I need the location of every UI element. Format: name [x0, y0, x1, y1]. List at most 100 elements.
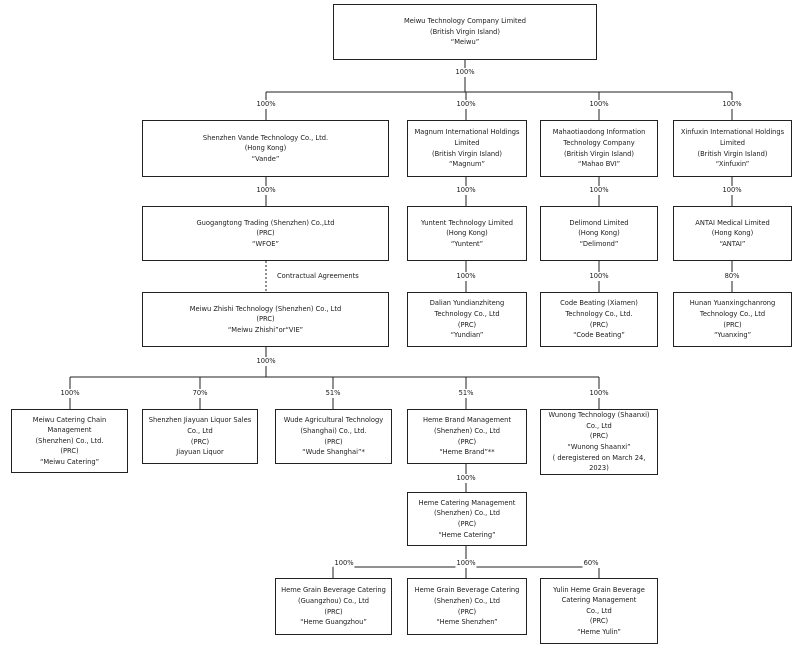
pct-antai-yuanxing: 80%: [723, 272, 741, 281]
entity-text-line: Limited: [454, 138, 480, 147]
entity-wfoe: Guogangtong Trading (Shenzhen) Co.,Ltd (P…: [142, 206, 389, 261]
entity-text-line: “Wunong Shaanxi”: [567, 443, 631, 451]
pct-vie-subs: 100%: [255, 357, 277, 366]
entity-text-line: (British Virgin Island): [563, 149, 635, 158]
entity-text-line: (PRC): [457, 607, 477, 616]
entity-text-line: (PRC): [256, 229, 275, 238]
entity-delimond: Delimond Limited(Hong Kong)“Delimond”: [540, 206, 658, 261]
entity-text-line: (PRC): [60, 447, 79, 456]
entity-text-line: (British Virgin Island): [429, 27, 501, 36]
entity-text-line: “Delimond”: [579, 239, 619, 248]
entity-text-line: Yuntent Technology Limited: [420, 218, 514, 227]
entity-heme-guangzhou: Heme Grain Beverage Catering(Guangzhou) …: [275, 578, 392, 635]
entity-text-line: “Heme Yulin”: [577, 627, 621, 636]
entity-wunong: Wunong Technology (Shaanxi)Co., Ltd(PRC)…: [540, 409, 658, 475]
entity-text-line: Shenzhen Jiayuan Liquor Sales: [148, 416, 252, 425]
entity-text-line: (Shenzhen) Co., Ltd: [434, 509, 500, 518]
entity-text-line: Co., Ltd: [586, 421, 612, 430]
entity-wude: Wude Agricultural Technology(Shanghai) C…: [275, 409, 392, 464]
entity-text-line: “Heme Brand”**: [439, 448, 495, 457]
entity-text-line: “Heme Guangzhou”: [300, 618, 367, 627]
entity-text-line: (PRC): [589, 320, 609, 329]
entity-yuntent: Yuntent Technology Limited(Hong Kong)“Yu…: [407, 206, 527, 261]
entity-text-line: (PRC): [457, 437, 477, 446]
entity-text-line: (PRC): [589, 617, 609, 626]
entity-text-line: Code Beating (Xiamen): [560, 299, 638, 308]
pct-xinfuxin-antai: 100%: [721, 186, 743, 195]
entity-text-line: (PRC): [457, 320, 477, 329]
entity-text-line: (Shanghai) Co., Ltd.: [300, 426, 367, 435]
pct-magnum-yuntent: 100%: [455, 186, 477, 195]
entity-text-line: (Hong Kong): [244, 144, 287, 153]
entity-text-line: Technology Company: [563, 138, 635, 147]
entity-text-line: (Hong Kong): [446, 229, 488, 238]
entity-text-line: “Code Beating”: [573, 331, 625, 340]
pct-vie-wude: 51%: [324, 389, 342, 398]
entity-text-line: ( deregistered on March 24,: [552, 453, 646, 462]
entity-text-line: Meiwu Zhishi Technology (Shenzhen) Co., …: [189, 304, 342, 313]
entity-text-line: (PRC): [324, 437, 343, 446]
entity-heme-shenzhen: Heme Grain Beverage Catering(Shenzhen) C…: [407, 578, 527, 635]
entity-text-line: Catering Management: [561, 596, 637, 605]
entity-text-line: Xinfuxin International Holdings: [680, 128, 785, 137]
entity-text-line: (Shenzhen) Co., Ltd.: [35, 436, 104, 445]
entity-text-line: (Hong Kong): [711, 229, 754, 238]
entity-text-line: (Guangzhou) Co., Ltd: [297, 596, 370, 605]
entity-text-line: Meiwu Catering Chain: [32, 415, 107, 424]
pct-vie-catering: 100%: [59, 389, 81, 398]
entity-text-line: “Heme Shenzhen”: [436, 618, 498, 627]
entity-text-line: Technology Co., Ltd.: [565, 309, 633, 318]
entity-text-line: Shenzhen Vande Technology Co., Ltd.: [202, 133, 329, 142]
entity-codebeating: Code Beating (Xiamen)Technology Co., Ltd…: [540, 292, 658, 347]
entity-text-line: Technology Co., Ltd: [434, 309, 500, 318]
entity-text-line: Co., Ltd: [586, 606, 612, 615]
pct-meiwu-subs: 100%: [454, 68, 476, 77]
entity-meiwu: Meiwu Technology Company Limited(British…: [333, 4, 597, 60]
pct-hemecatering-shenzhen: 100%: [455, 559, 477, 568]
entity-text-line: “Meiwu Zhishi”or“VIE”: [227, 325, 304, 334]
pct-hemebrand-hemecatering: 100%: [455, 474, 477, 483]
entity-text-line: Jiayuan Liquor: [176, 448, 224, 457]
entity-text-line: “Meiwu”: [450, 38, 480, 47]
entity-text-line: “Yundian”: [450, 331, 484, 340]
pct-vie-wunong: 100%: [588, 389, 610, 398]
entity-text-line: “Wude Shanghai”*: [302, 448, 365, 457]
pct-hemecatering-guangzhou: 100%: [333, 559, 355, 568]
entity-text-line: Yulin Heme Grain Beverage: [553, 585, 645, 594]
entity-antai: ANTAI Medical Limited (Hong Kong)“ANTAI”: [673, 206, 792, 261]
entity-text-line: “Yuanxing”: [713, 331, 752, 340]
entity-text-line: 2023): [589, 464, 609, 473]
entity-text-line: “Mahao BVI”: [577, 160, 621, 169]
pct-vie-jiayuan: 70%: [191, 389, 209, 398]
entity-text-line: Co., Ltd: [187, 426, 213, 435]
contractual-agreements-label: Contractual Agreements: [276, 272, 360, 281]
entity-text-line: (PRC): [457, 520, 477, 528]
pct-meiwu-vande: 100%: [255, 100, 277, 109]
entity-text-line: Magnum International Holdings: [414, 128, 520, 137]
entity-text-line: (PRC): [190, 437, 210, 446]
entity-text-line: “ANTAI”: [719, 239, 746, 248]
entity-text-line: Heme Grain Beverage Catering: [281, 586, 386, 595]
pct-meiwu-xinfuxin: 100%: [721, 100, 743, 109]
entity-text-line: Meiwu Technology Company Limited: [403, 17, 527, 26]
entity-text-line: Limited: [720, 138, 745, 147]
entity-text-line: Hunan Yuanxingchanrong: [689, 299, 776, 308]
entity-text-line: Guogangtong Trading (Shenzhen) Co.,Ltd: [196, 218, 335, 227]
entity-text-line: (Shenzhen) Co., Ltd: [434, 596, 500, 605]
entity-text-line: Heme Grain Beverage Catering: [414, 586, 520, 595]
pct-hemecatering-yulin: 60%: [582, 559, 600, 568]
entity-hemebrand: Heme Brand Management(Shenzhen) Co., Ltd…: [407, 409, 527, 464]
entity-text-line: Wude Agricultural Technology: [283, 416, 384, 425]
entity-text-line: ANTAI Medical Limited: [695, 218, 770, 227]
pct-vande-wfoe: 100%: [255, 186, 277, 195]
entity-text-line: Technology Co., Ltd: [699, 309, 766, 318]
pct-delimond-codebeating: 100%: [588, 272, 610, 281]
entity-text-line: “Meiwu Catering”: [39, 457, 100, 466]
entity-text-line: Heme Catering Management: [418, 498, 516, 507]
